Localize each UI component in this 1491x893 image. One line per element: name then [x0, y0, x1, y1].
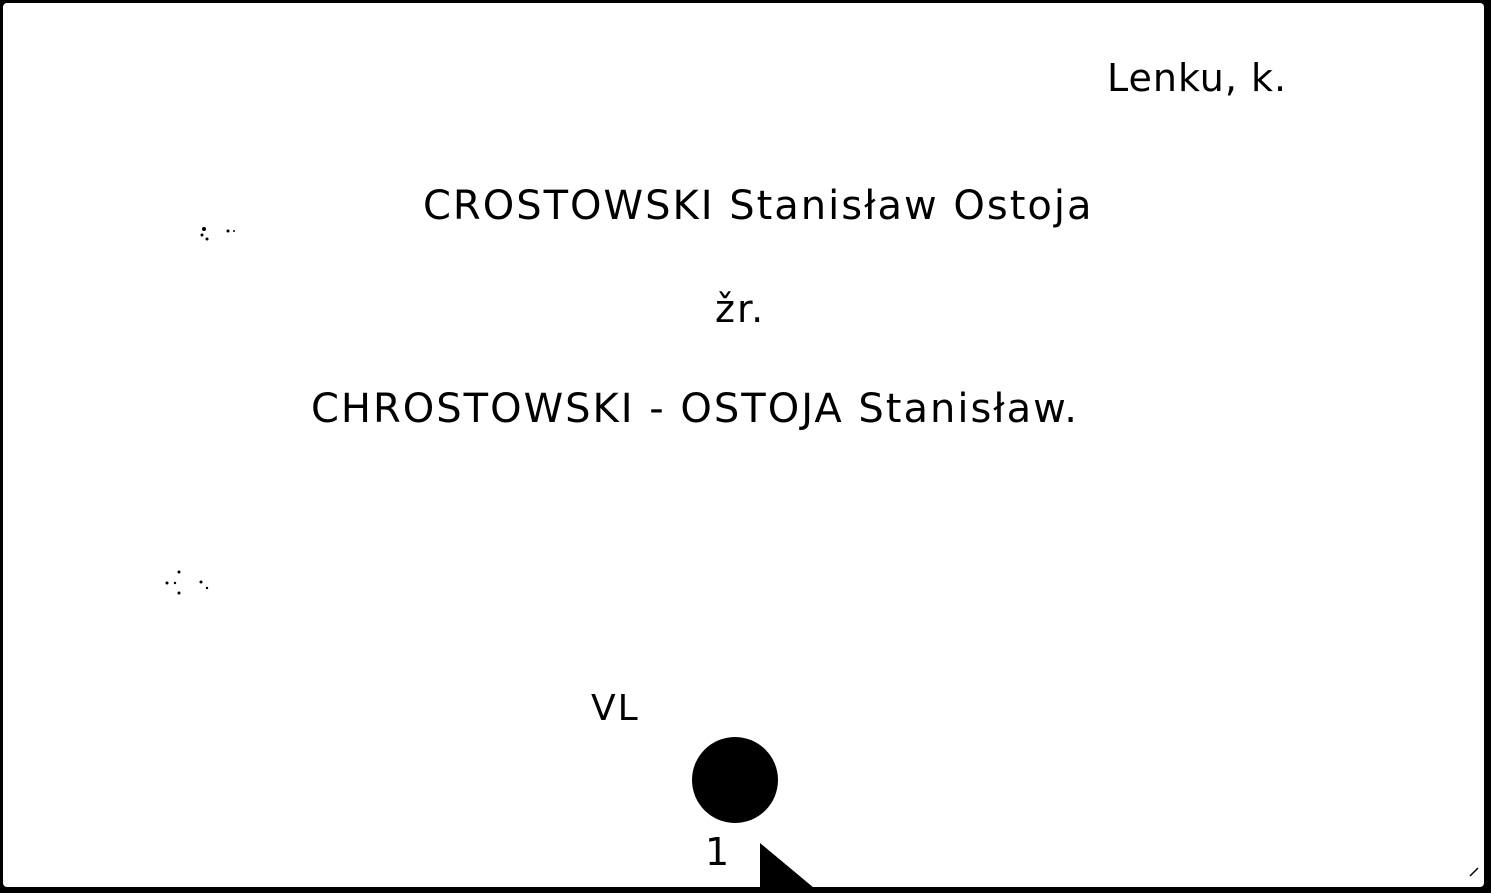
- main-heading: CROSTOWSKI Stanisław Ostoja: [423, 183, 1094, 229]
- cross-reference: CHROSTOWSKI - OSTOJA Stanisław.: [311, 386, 1079, 432]
- corner-notch: [760, 843, 813, 887]
- card-number: 1: [705, 830, 732, 874]
- ink-speck: [200, 227, 235, 241]
- ink-speck: [165, 570, 209, 595]
- punch-hole: [692, 737, 778, 823]
- shelf-mark: VL: [591, 688, 640, 729]
- ink-speck: [1469, 867, 1479, 877]
- see-reference: žr.: [715, 287, 766, 331]
- reference-tag: Lenku, k.: [1107, 56, 1288, 100]
- catalog-card: Lenku, k. CROSTOWSKI Stanisław Ostoja žr…: [3, 3, 1484, 887]
